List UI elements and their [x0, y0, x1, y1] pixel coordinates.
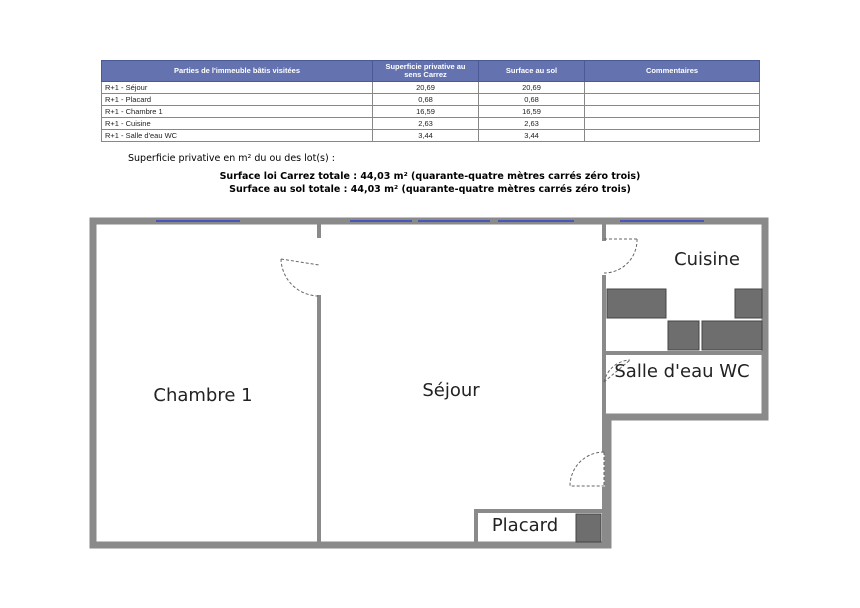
fixture-counter	[667, 320, 700, 351]
placard-wall	[474, 509, 604, 545]
room-label-sejour: Séjour	[422, 380, 480, 401]
plan-walls	[89, 217, 769, 549]
door-chambre	[280, 258, 320, 297]
summary-intro: Superficie privative en m² du ou des lot…	[128, 153, 335, 164]
table-row: R+1 - Salle d'eau WC 3,44 3,44	[101, 129, 760, 142]
fixture-counter	[734, 288, 763, 319]
header-commentaires: Commentaires	[584, 60, 760, 82]
header-parties: Parties de l'immeuble bâtis visitées	[101, 60, 373, 82]
row-comment	[584, 129, 760, 142]
table-header-row: Parties de l'immeuble bâtis visitées Sup…	[101, 60, 760, 82]
plan-fixtures	[575, 288, 763, 543]
row-carrez: 3,44	[372, 129, 479, 142]
fixture-counter	[701, 320, 763, 351]
door-cuisine	[603, 238, 638, 274]
plan-doors	[280, 238, 638, 487]
room-label-salle: Salle d'eau WC	[614, 361, 749, 382]
header-carrez: Superficie privative au sens Carrez	[372, 60, 479, 82]
fixture-counter	[606, 288, 667, 319]
door-placard	[569, 451, 605, 487]
door-salle	[603, 359, 631, 383]
fixture-placard	[575, 513, 602, 543]
room-label-chambre: Chambre 1	[153, 385, 252, 406]
carrez-total: Surface loi Carrez totale : 44,03 m² (qu…	[219, 171, 641, 182]
outer-wall	[89, 217, 769, 549]
room-label-placard: Placard	[492, 515, 558, 536]
surface-table: Parties de l'immeuble bâtis visitées Sup…	[101, 60, 760, 142]
sol-total: Surface au sol totale : 44,03 m² (quaran…	[229, 184, 631, 195]
room-label-cuisine: Cuisine	[674, 249, 740, 270]
